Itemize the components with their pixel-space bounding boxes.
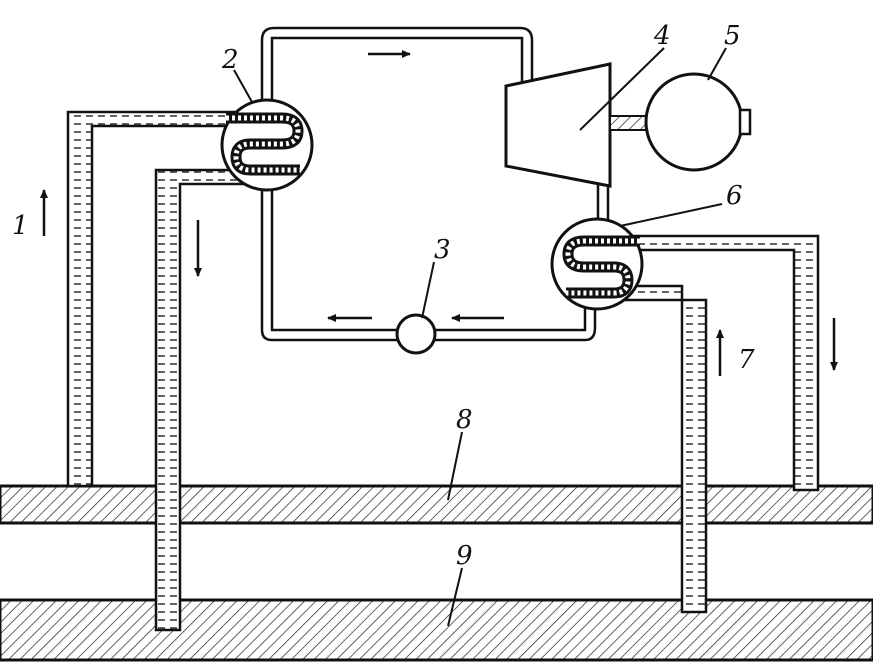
aquifer-layer-9: [0, 598, 873, 662]
label-7: 7: [738, 345, 755, 375]
label-4: 4: [653, 21, 671, 51]
left-water-loop: [66, 110, 284, 632]
leader-lines: [233, 47, 727, 627]
label-1: 1: [12, 211, 29, 241]
water-flow-arrows: [40, 189, 838, 376]
label-9: 9: [456, 541, 473, 571]
label-3: 3: [434, 235, 451, 265]
evaporator: [550, 217, 644, 311]
label-8: 8: [456, 405, 473, 435]
motor-shaft: [609, 115, 651, 131]
motor-end-cap: [738, 108, 752, 136]
refrigerant-circuit: [260, 26, 610, 342]
expansion-valve: [395, 313, 437, 355]
refrigerant-flow-arrows: [327, 50, 504, 322]
return-pipe-right: [614, 234, 820, 492]
callout-labels: 1 2 3 4 5 6 7 8 9: [12, 21, 755, 571]
motor-assembly: [609, 72, 752, 172]
compressor: [504, 62, 612, 188]
label-2: 2: [221, 45, 239, 75]
ground-layers: [0, 484, 873, 662]
label-5: 5: [724, 21, 741, 51]
label-6: 6: [726, 181, 743, 211]
supply-pipe-right: [594, 284, 708, 614]
aquifer-layer-8: [0, 484, 873, 525]
condenser: [220, 98, 314, 192]
electric-motor: [644, 72, 744, 172]
